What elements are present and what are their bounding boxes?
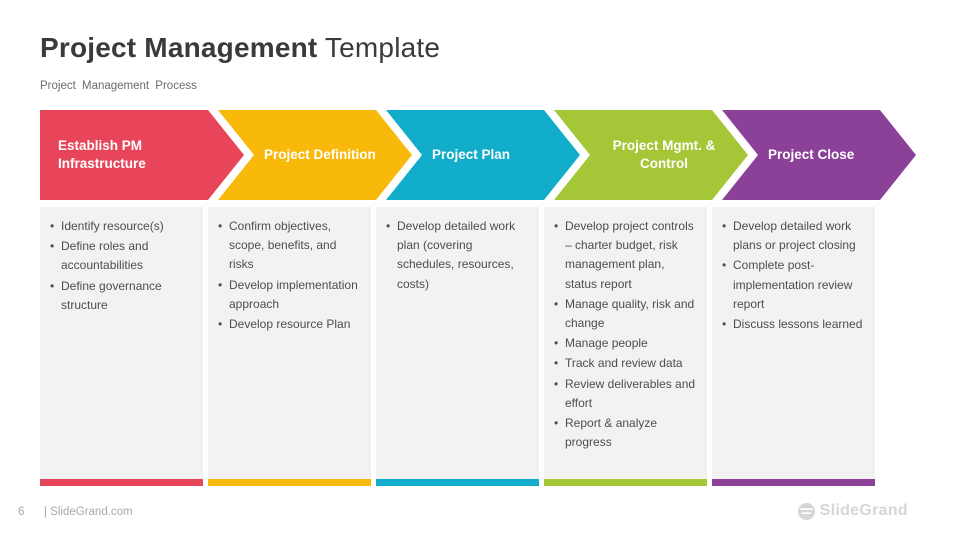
list-item: Identify resource(s) <box>50 217 195 236</box>
list-item: Develop detailed work plan (covering sch… <box>386 217 531 294</box>
list-item: Define governance structure <box>50 277 195 315</box>
bullet-list: Develop detailed work plan (covering sch… <box>376 207 539 294</box>
bullet-list: Confirm objectives, scope, benefits, and… <box>208 207 371 334</box>
stage-column-project-definition: Confirm objectives, scope, benefits, and… <box>208 207 371 486</box>
list-item: Review deliverables and effort <box>554 375 699 413</box>
stage-arrow-label: Project Mgmt. & Control <box>612 138 716 171</box>
stage-arrow-label: Project Definition <box>264 147 376 163</box>
process-arrow-band: Establish PM Infrastructure Project Defi… <box>40 110 920 200</box>
list-item: Manage people <box>554 334 699 353</box>
page-number: 6 <box>18 506 25 518</box>
stage-columns: Identify resource(s) Define roles and ac… <box>40 0 920 540</box>
list-item: Track and review data <box>554 354 699 373</box>
stage-column-project-mgmt-control: Develop project controls – charter budge… <box>544 207 707 486</box>
list-item: Complete post-implementation review repo… <box>722 256 867 314</box>
page-title: Project Management Template <box>40 32 440 64</box>
page-title-regular: Template <box>317 32 441 63</box>
column-accent-bar <box>208 479 371 486</box>
watermark: SlideGrand <box>797 502 908 520</box>
list-item: Discuss lessons learned <box>722 315 867 334</box>
footer-brand-text: | SlideGrand.com <box>44 506 133 518</box>
stage-arrow-label: Project Close <box>768 147 855 163</box>
slidegrand-logo-icon <box>797 502 815 520</box>
stage-column-project-plan: Develop detailed work plan (covering sch… <box>376 207 539 486</box>
list-item: Develop resource Plan <box>218 315 363 334</box>
watermark-text: SlideGrand <box>819 502 908 519</box>
stage-arrow-project-plan: Project Plan <box>386 110 580 200</box>
stage-column-establish-pm-infrastructure: Identify resource(s) Define roles and ac… <box>40 207 203 486</box>
page-subtitle: Project Management Process <box>40 80 197 92</box>
list-item: Define roles and accountabilities <box>50 237 195 275</box>
column-accent-bar <box>40 479 203 486</box>
list-item: Report & analyze progress <box>554 414 699 452</box>
list-item: Develop detailed work plans or project c… <box>722 217 867 255</box>
list-item: Manage quality, risk and change <box>554 295 699 333</box>
column-accent-bar <box>544 479 707 486</box>
list-item: Develop project controls – charter budge… <box>554 217 699 294</box>
stage-arrow-label: Establish PM Infrastructure <box>58 138 146 171</box>
column-accent-bar <box>376 479 539 486</box>
page-title-bold: Project Management <box>40 32 318 63</box>
stage-arrow-establish-pm-infrastructure: Establish PM Infrastructure <box>40 110 244 200</box>
list-item: Develop implementation approach <box>218 276 363 314</box>
stage-arrow-label: Project Plan <box>432 147 511 163</box>
list-item: Confirm objectives, scope, benefits, and… <box>218 217 363 275</box>
column-accent-bar <box>712 479 875 486</box>
bullet-list: Develop detailed work plans or project c… <box>712 207 875 334</box>
bullet-list: Develop project controls – charter budge… <box>544 207 707 452</box>
stage-column-project-close: Develop detailed work plans or project c… <box>712 207 875 486</box>
bullet-list: Identify resource(s) Define roles and ac… <box>40 207 203 315</box>
